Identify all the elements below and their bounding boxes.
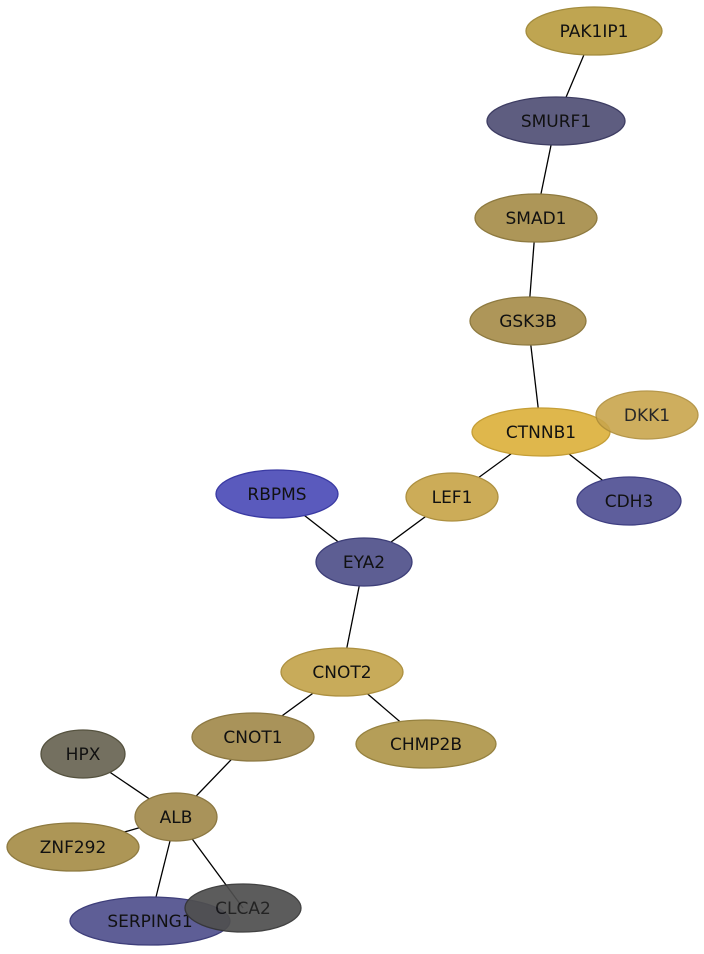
node-label: CLCA2: [215, 899, 271, 919]
node-lef1[interactable]: LEF1: [405, 472, 499, 522]
node-znf292[interactable]: ZNF292: [6, 822, 140, 872]
node-ellipse[interactable]: [6, 822, 140, 872]
node-ellipse[interactable]: [315, 537, 413, 587]
node-ellipse[interactable]: [525, 6, 663, 56]
node-smurf1[interactable]: SMURF1: [486, 96, 626, 146]
node-ellipse[interactable]: [280, 647, 404, 697]
edges-layer: [72, 30, 630, 922]
node-cnot2[interactable]: CNOT2: [280, 647, 404, 697]
node-rbpms[interactable]: RBPMS: [215, 469, 339, 519]
node-pak1ip1[interactable]: PAK1IP1: [525, 6, 663, 56]
node-smad1[interactable]: SMAD1: [474, 193, 598, 243]
node-gsk3b[interactable]: GSK3B: [469, 296, 587, 346]
node-label: ALB: [160, 808, 193, 828]
node-label: LEF1: [432, 488, 473, 508]
node-label: HPX: [66, 745, 101, 765]
node-ellipse[interactable]: [191, 712, 315, 762]
node-label: CNOT1: [223, 728, 282, 748]
node-label: SERPING1: [107, 912, 192, 932]
node-cdh3[interactable]: CDH3: [576, 476, 682, 526]
node-dkk1[interactable]: DKK1: [595, 390, 699, 440]
node-ellipse[interactable]: [469, 296, 587, 346]
node-label: DKK1: [624, 406, 670, 426]
node-label: CHMP2B: [390, 735, 462, 755]
node-label: SMAD1: [506, 209, 567, 229]
node-ellipse[interactable]: [40, 729, 126, 779]
node-label: PAK1IP1: [560, 22, 629, 42]
node-label: ZNF292: [40, 838, 107, 858]
node-ellipse[interactable]: [576, 476, 682, 526]
node-ellipse[interactable]: [486, 96, 626, 146]
node-label: SMURF1: [521, 112, 591, 132]
node-label: GSK3B: [499, 312, 557, 332]
node-ellipse[interactable]: [355, 719, 497, 769]
node-ellipse[interactable]: [134, 792, 218, 842]
node-ctnnb1[interactable]: CTNNB1: [471, 407, 611, 457]
node-label: CTNNB1: [506, 423, 576, 443]
node-eya2[interactable]: EYA2: [315, 537, 413, 587]
node-label: CNOT2: [312, 663, 371, 683]
node-chmp2b[interactable]: CHMP2B: [355, 719, 497, 769]
node-alb[interactable]: ALB: [134, 792, 218, 842]
node-label: EYA2: [343, 553, 385, 573]
node-ellipse[interactable]: [595, 390, 699, 440]
node-cnot1[interactable]: CNOT1: [191, 712, 315, 762]
node-ellipse[interactable]: [184, 883, 302, 933]
node-hpx[interactable]: HPX: [40, 729, 126, 779]
node-clca2[interactable]: CLCA2: [184, 883, 302, 933]
node-ellipse[interactable]: [405, 472, 499, 522]
node-label: RBPMS: [247, 485, 306, 505]
node-ellipse[interactable]: [474, 193, 598, 243]
node-label: CDH3: [605, 492, 654, 512]
node-ellipse[interactable]: [215, 469, 339, 519]
